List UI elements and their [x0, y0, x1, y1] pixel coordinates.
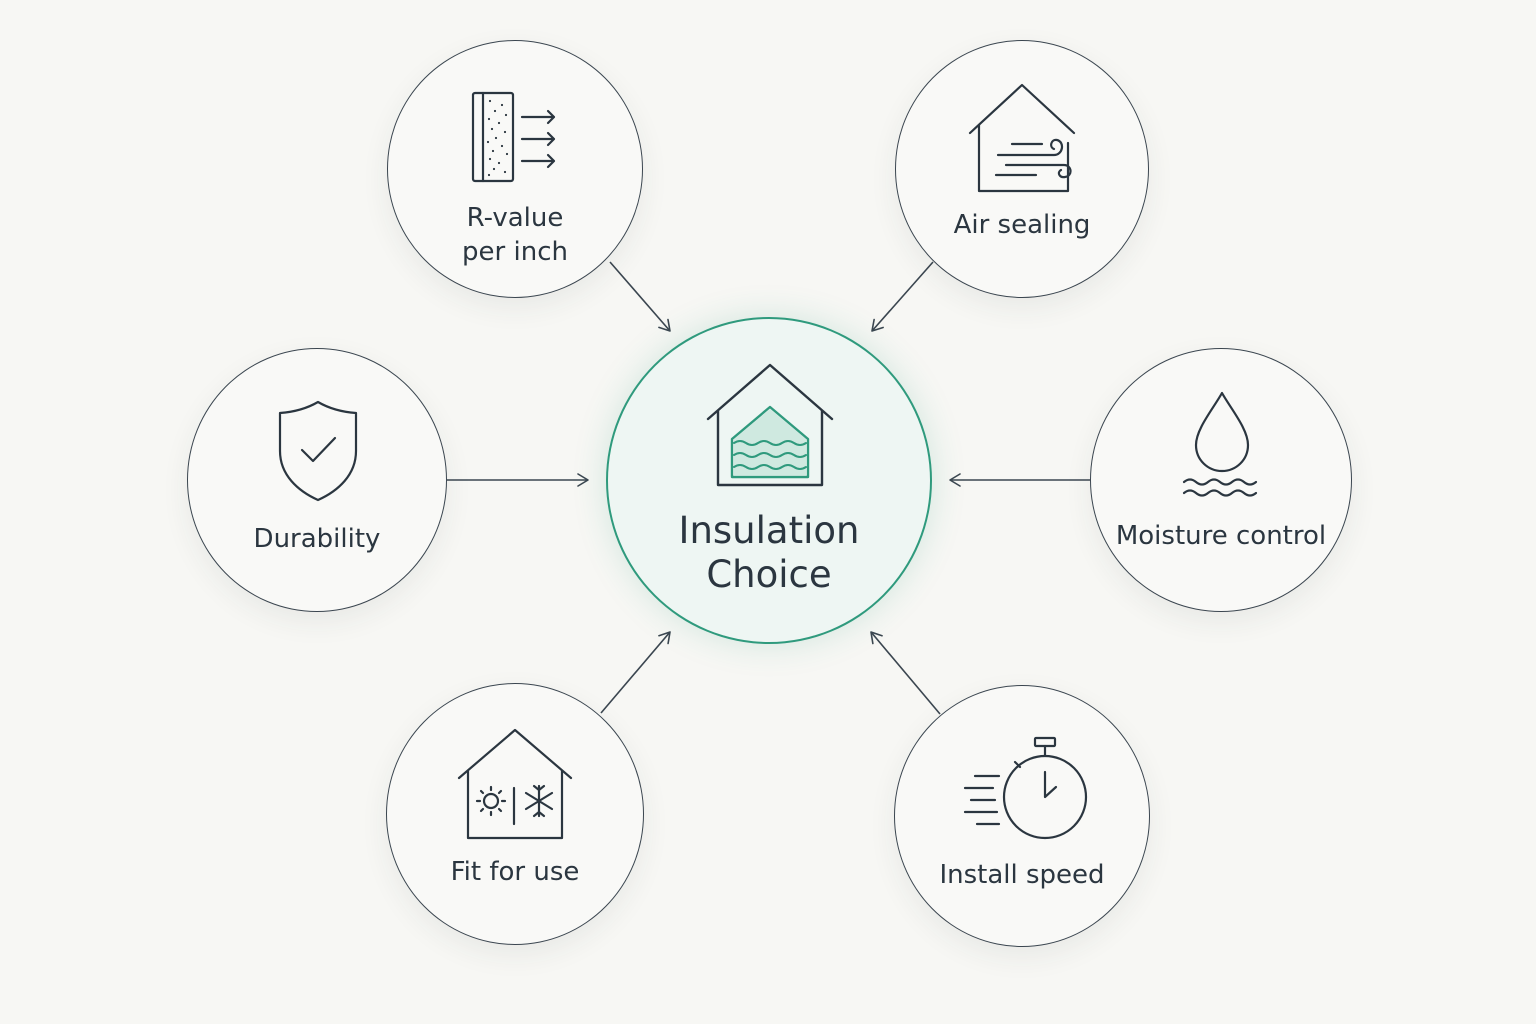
arrow-r-value-to-center: [609, 261, 671, 332]
house-wind-icon: [968, 83, 1076, 193]
factor-air-sealing-node: Air sealing: [895, 40, 1149, 298]
center-label-line2: Choice: [706, 553, 832, 596]
factor-install-speed-node: Install speed: [894, 685, 1150, 947]
shield-check-icon: [278, 400, 358, 502]
factor-durability-node: Durability: [187, 348, 447, 612]
insulation-choice-center-node: Insulation Choice: [606, 317, 932, 644]
factor-moisture-node: Moisture control: [1090, 348, 1352, 612]
water-drop-icon: [1182, 391, 1258, 497]
factor-r-value-node: R-value per inch: [387, 40, 643, 298]
factor-r-value-label-line1: R-value: [466, 203, 564, 233]
arrow-air-sealing-to-center: [871, 261, 934, 332]
factor-moisture-label: Moisture control: [1115, 521, 1327, 551]
house-sun-snowflake-icon: [457, 728, 573, 840]
arrow-fit-for-use-to-center: [600, 631, 671, 714]
factor-r-value-label-line2: per inch: [462, 237, 568, 267]
factor-air-sealing-label: Air sealing: [953, 210, 1091, 240]
factor-durability-label: Durability: [253, 524, 381, 554]
house-insulation-icon: [706, 363, 834, 487]
factor-install-speed-label: Install speed: [939, 860, 1105, 890]
factor-fit-for-use-node: Fit for use: [386, 683, 644, 945]
panel-heat-flow-icon: [471, 91, 556, 183]
stopwatch-icon: [963, 736, 1088, 840]
arrow-install-speed-to-center: [870, 631, 941, 715]
factor-fit-for-use-label: Fit for use: [450, 857, 580, 887]
center-label-line1: Insulation: [678, 509, 860, 552]
